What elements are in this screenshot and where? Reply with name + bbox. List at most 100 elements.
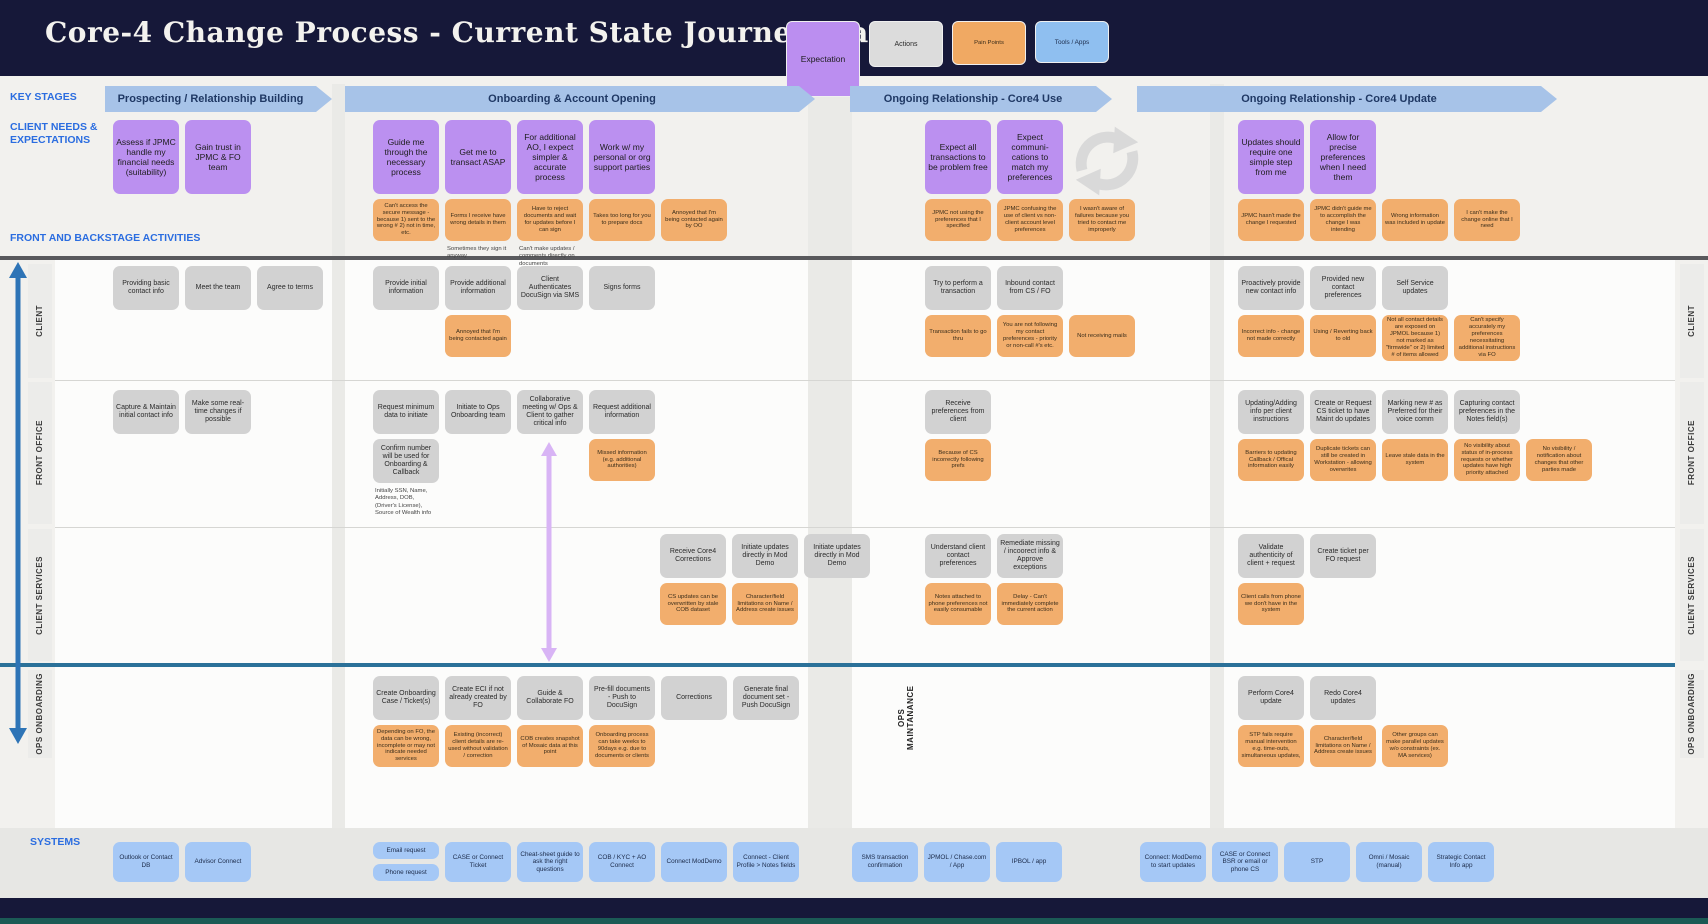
lane-label-ops-onboarding: OPS ONBOARDING	[1686, 673, 1696, 755]
tool-app-card: CASE or Connect BSR or email or phone CS	[1212, 842, 1278, 882]
card-stack: Annoyed that I'm being contacted again b…	[661, 120, 727, 241]
action-card: Meet the team	[185, 266, 251, 310]
pain-point-card: Forms I receive have wrong details in th…	[445, 199, 511, 241]
activities-top-divider	[0, 256, 1708, 260]
tool-app-card: Cheat-sheet guide to ask the right quest…	[517, 842, 583, 882]
pain-point-card: Incorrect info - change not made correct…	[1238, 315, 1304, 357]
card-stack: Other groups can make parallel updates w…	[1382, 676, 1448, 767]
action-card: Request additional information	[589, 390, 655, 434]
legend-pain-points: Pain Points	[952, 21, 1026, 65]
card-stack: IPBOL / app	[996, 842, 1062, 882]
pain-point-card: Can't specify accurately my preferences …	[1454, 315, 1520, 361]
action-card: Create ECI if not already created by FO	[445, 676, 511, 720]
visibility-line	[0, 663, 1675, 667]
card-stack: Guide & Collaborate FO COB creates snapsh…	[517, 676, 583, 767]
pain-point-card: Onboarding process can take weeks to 90d…	[589, 725, 655, 767]
pain-point-card: Delay - Can't immediately complete the c…	[997, 583, 1063, 625]
action-card: Provide additional information	[445, 266, 511, 310]
pain-point-card: COB creates snapshot of Mosaic data at t…	[517, 725, 583, 767]
lane-strip-client-left: CLIENT	[28, 264, 52, 378]
action-card: Make some real-time changes if possible	[185, 390, 251, 434]
card-stack: Make some real-time changes if possible	[185, 390, 251, 434]
action-card: Client Authenticates DocuSign via SMS	[517, 266, 583, 310]
collaboration-arrow	[541, 442, 557, 662]
action-card: Signs forms	[589, 266, 655, 310]
tool-app-card: Outlook or Contact DB	[113, 842, 179, 882]
lane-label-ops-onboarding: OPS ONBOARDING	[34, 673, 44, 755]
action-card: Provide initial information	[373, 266, 439, 310]
card-stack: Validate authenticity of client + reques…	[1238, 534, 1304, 625]
card-stack: Strategic Contact Info app	[1428, 842, 1494, 882]
pain-point-card: Can't access the secure message - becaus…	[373, 199, 439, 241]
action-card: Create or Request CS ticket to have Main…	[1310, 390, 1376, 434]
action-card: Inbound contact from CS / FO	[997, 266, 1063, 310]
card-stack: For additional AO, I expect simpler & ac…	[517, 120, 583, 268]
action-card: Proactively provide new contact info	[1238, 266, 1304, 310]
action-card: Capturing contact preferences in the Not…	[1454, 390, 1520, 434]
lane-label-client: CLIENT	[34, 305, 44, 337]
refresh-icon	[1075, 126, 1139, 196]
tool-app-card: JPMOL / Chase.com / App	[924, 842, 990, 882]
card-stack: Connect: ModDemo to start updates	[1140, 842, 1206, 882]
tool-app-card: Connect ModDemo	[661, 842, 727, 882]
action-card: Understand client contact preferences	[925, 534, 991, 578]
card-stack: Generate final document set - Push DocuS…	[733, 676, 799, 720]
pain-point-card: JPMC confusing the use of client vs non-…	[997, 199, 1063, 241]
legend-tools-apps: Tools / Apps	[1035, 21, 1109, 63]
expectation-card: Work w/ my personal or org support parti…	[589, 120, 655, 194]
pain-point-card: JPMC not using the preferences that I sp…	[925, 199, 991, 241]
lane-strip-client-services-left: CLIENT SERVICES	[28, 529, 52, 661]
pain-point-card: Existing (incorrect) client details are …	[445, 725, 511, 767]
expectation-card: For additional AO, I expect simpler & ac…	[517, 120, 583, 194]
front-office-cell-core4-update: Updating/Adding info per client instruct…	[1238, 390, 1592, 481]
card-stack: Connect - Client Profile > Notes fields	[733, 842, 799, 882]
expectation-card: Updates should require one simple step f…	[1238, 120, 1304, 194]
pain-point-card: Using / Reverting back to old	[1310, 315, 1376, 357]
action-card: Validate authenticity of client + reques…	[1238, 534, 1304, 578]
card-stack: No visibility / notification about chang…	[1526, 390, 1592, 481]
key-stages-label: KEY STAGES	[10, 91, 77, 103]
pain-point-card: Annoyed that I'm being contacted again b…	[661, 199, 727, 241]
action-card: Providing basic contact info	[113, 266, 179, 310]
lane-label-client-services: CLIENT SERVICES	[1686, 555, 1696, 635]
pain-point-card: Duplicate tickets can still be created i…	[1310, 439, 1376, 481]
card-stack: CASE or Connect BSR or email or phone CS	[1212, 842, 1278, 882]
action-card: Provided new contact preferences	[1310, 266, 1376, 310]
card-stack: Can't specify accurately my preferences …	[1454, 266, 1520, 361]
card-stack: Signs forms	[589, 266, 655, 310]
stage-gutter	[332, 84, 345, 828]
pain-point-card: Because of CS incorrectly following pref…	[925, 439, 991, 481]
needs-cell-core4-update: Updates should require one simple step f…	[1238, 120, 1520, 241]
card-stack: COB / KYC + AO Connect	[589, 842, 655, 882]
expectation-card: Get me to transact ASAP	[445, 120, 511, 194]
tool-app-card: Connect: ModDemo to start updates	[1140, 842, 1206, 882]
expectation-card: Allow for precise preferences when I nee…	[1310, 120, 1376, 194]
pain-point-card: I can't make the change online that I ne…	[1454, 199, 1520, 241]
pain-point-card: Missed information (e.g. additional auth…	[589, 439, 655, 481]
action-card: Guide & Collaborate FO	[517, 676, 583, 720]
card-stack: Not receiving mails	[1069, 266, 1135, 357]
card-stack: Provide initial information	[373, 266, 439, 310]
pain-point-card: CS updates can be overwritten by stale C…	[660, 583, 726, 625]
tool-app-card: Email request	[373, 842, 439, 859]
card-stack: Initiate to Ops Onboarding team	[445, 390, 511, 434]
card-stack: Cheat-sheet guide to ask the right quest…	[517, 842, 583, 882]
stage-gutter	[808, 84, 852, 828]
action-card: Capture & Maintain initial contact info	[113, 390, 179, 434]
lane-strip-ops-onboarding-right: OPS ONBOARDING	[1680, 670, 1704, 758]
legend-expectation: Expectation	[786, 21, 860, 97]
